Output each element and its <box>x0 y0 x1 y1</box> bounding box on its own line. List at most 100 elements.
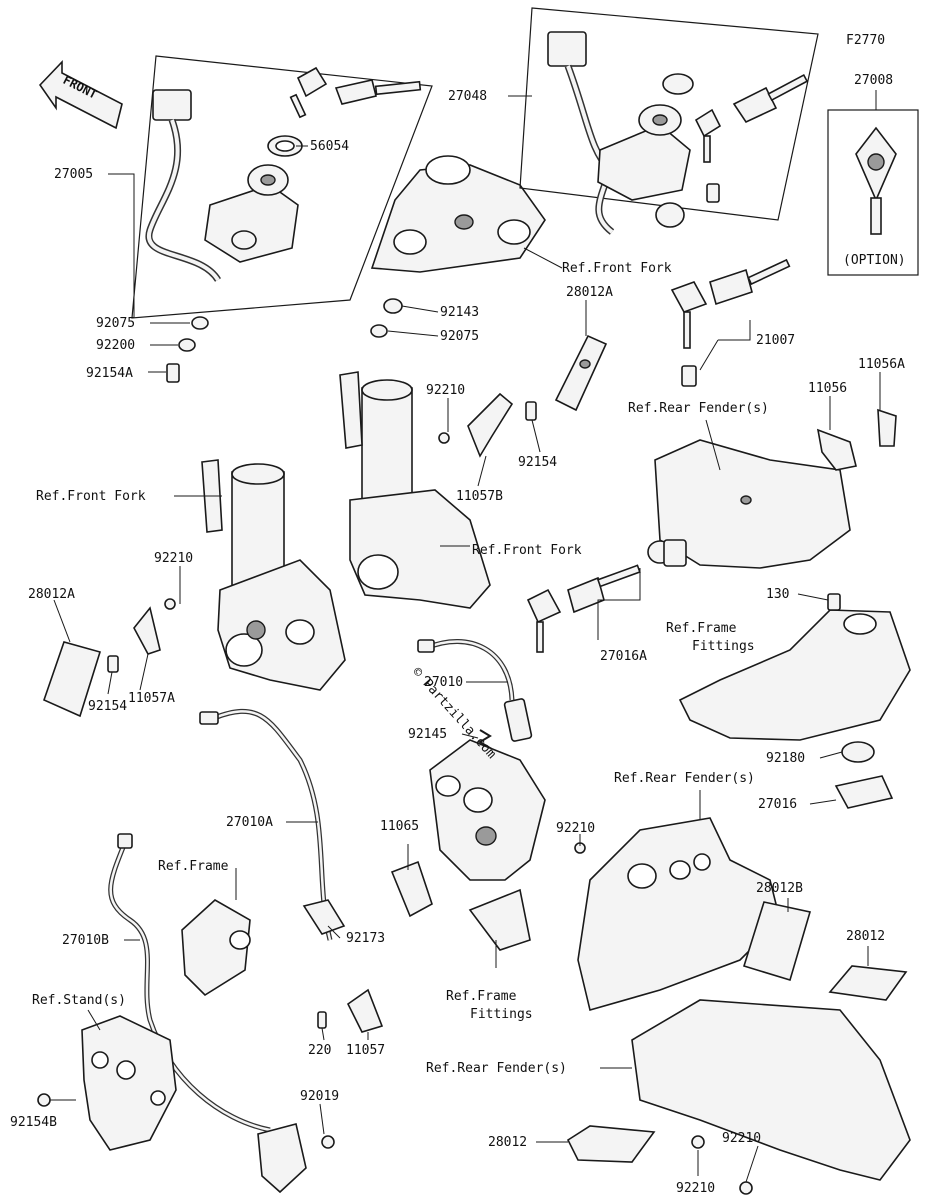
callout-27010a[interactable]: 27010A <box>226 815 273 830</box>
callout-92173[interactable]: 92173 <box>346 931 385 946</box>
key-icon-27005 <box>289 66 422 119</box>
harness-27010a <box>199 708 333 941</box>
assembly-frame-27005 <box>131 55 433 319</box>
ref-frame-fittings: Ref.Frame <box>446 989 517 1004</box>
frame-bracket <box>181 899 251 997</box>
sleeve-11065 <box>390 860 433 918</box>
option-frame <box>827 109 919 276</box>
reflector-28012b <box>742 901 812 982</box>
callout-92154[interactable]: 92154 <box>88 699 127 714</box>
reflector-28012-bottom <box>566 1125 656 1163</box>
clamp-92173 <box>302 899 346 935</box>
ref-rear-fender: Ref.Rear Fender(s) <box>628 401 769 416</box>
callout-92180[interactable]: 92180 <box>766 751 805 766</box>
callout-28012a[interactable]: 28012A <box>566 285 613 300</box>
bracket-11057a <box>107 598 176 673</box>
callout-11056a[interactable]: 11056A <box>858 357 905 372</box>
washer-92200-icon <box>178 338 196 352</box>
ref-rear-fender: Ref.Rear Fender(s) <box>426 1061 567 1076</box>
nut-92210-bottom-b <box>739 1181 753 1195</box>
callout-27008[interactable]: 27008 <box>854 73 893 88</box>
callout-27010b[interactable]: 27010B <box>62 933 109 948</box>
ignition-switch-assembly-27048[interactable] <box>519 7 819 235</box>
callout-27010[interactable]: 27010 <box>424 675 463 690</box>
callout-56054[interactable]: 56054 <box>310 139 349 154</box>
callout-27016[interactable]: 27016 <box>758 797 797 812</box>
callout-11057b[interactable]: 11057B <box>456 489 503 504</box>
bracket-11057b <box>438 392 537 458</box>
callout-92075[interactable]: 92075 <box>96 316 135 331</box>
callout-28012[interactable]: 28012 <box>488 1135 527 1150</box>
callout-92210[interactable]: 92210 <box>676 1181 715 1196</box>
callout-130[interactable]: 130 <box>766 587 789 602</box>
callout-92154a[interactable]: 92154A <box>86 366 133 381</box>
option-key-27008[interactable]: (OPTION) <box>827 109 919 276</box>
reflector-28012-right <box>828 965 908 1001</box>
callout-92210[interactable]: 92210 <box>426 383 465 398</box>
lock-27016a <box>526 539 687 653</box>
rear-fender-bottom <box>631 999 911 1181</box>
assembly-frame-27048 <box>519 7 819 221</box>
connector-icon <box>152 89 192 121</box>
reflector-28012a-left <box>43 641 102 718</box>
harness-27010b <box>108 833 271 1133</box>
callout-92145[interactable]: 92145 <box>408 727 447 742</box>
sensor-27010 <box>417 639 533 742</box>
bracket-11057 <box>317 988 384 1033</box>
ref-frame: Ref.Frame <box>158 859 229 874</box>
top-fork-clamp <box>370 155 546 273</box>
callout-28012a[interactable]: 28012A <box>28 587 75 602</box>
ref-front-fork: Ref.Front Fork <box>562 261 672 276</box>
center-housing <box>429 739 546 951</box>
callout-21007[interactable]: 21007 <box>756 333 795 348</box>
callout-92075[interactable]: 92075 <box>440 329 479 344</box>
washer-92075-icon <box>191 316 209 330</box>
ref-stand: Ref.Stand(s) <box>32 993 126 1008</box>
washer-92143-icon <box>383 298 403 314</box>
bracket-27016 <box>834 775 894 809</box>
callout-11056[interactable]: 11056 <box>808 381 847 396</box>
ref-front-fork: Ref.Front Fork <box>36 489 146 504</box>
callout-92200[interactable]: 92200 <box>96 338 135 353</box>
rear-fender-middle <box>574 817 781 1011</box>
callout-92210[interactable]: 92210 <box>722 1131 761 1146</box>
front-arrow-icon: FRONT <box>38 60 123 130</box>
callout-92143[interactable]: 92143 <box>440 305 479 320</box>
callout-11057a[interactable]: 11057A <box>128 691 175 706</box>
callout-27048[interactable]: 27048 <box>448 89 487 104</box>
ref-front-fork: Ref.Front Fork <box>472 543 582 558</box>
key-set-21007 <box>670 258 791 387</box>
callout-28012[interactable]: 28012 <box>846 929 885 944</box>
ref-rear-fender: Ref.Rear Fender(s) <box>614 771 755 786</box>
front-fork-left <box>201 459 346 691</box>
ref-frame-fittings: Fittings <box>470 1007 533 1022</box>
reflector-28012a-top <box>554 334 608 412</box>
stand-bracket <box>37 1015 177 1151</box>
ignition-switch-assembly-27005[interactable] <box>131 55 433 319</box>
callout-11057[interactable]: 11057 <box>346 1043 385 1058</box>
callout-27016a[interactable]: 27016A <box>600 649 647 664</box>
callout-92154[interactable]: 92154 <box>518 455 557 470</box>
callout-220[interactable]: 220 <box>308 1043 331 1058</box>
reference-labels: Ref.Front Fork Ref.Rear Fender(s) Ref.Fr… <box>32 261 769 1076</box>
switch-92019 <box>257 1123 335 1194</box>
bolt-92154a-icon <box>166 363 180 383</box>
callout-92210[interactable]: 92210 <box>556 821 595 836</box>
washer-92075b-icon <box>370 324 388 338</box>
callout-92154b[interactable]: 92154B <box>10 1115 57 1130</box>
leader-lines <box>50 90 881 1183</box>
connector-icon <box>547 31 587 67</box>
nut-92210-bottom-a <box>691 1135 705 1149</box>
callout-27005[interactable]: 27005 <box>54 167 93 182</box>
callout-92019[interactable]: 92019 <box>300 1089 339 1104</box>
plate-92180 <box>841 741 875 763</box>
callout-92210[interactable]: 92210 <box>154 551 193 566</box>
callout-11065[interactable]: 11065 <box>380 819 419 834</box>
ignition-switch-body-icon <box>204 184 299 263</box>
ignition-switch-body-icon <box>597 124 691 201</box>
front-fork-middle <box>339 371 491 609</box>
frame-fittings-right <box>678 593 911 741</box>
bracket-11056 <box>816 408 897 471</box>
callout-28012b[interactable]: 28012B <box>756 881 803 896</box>
